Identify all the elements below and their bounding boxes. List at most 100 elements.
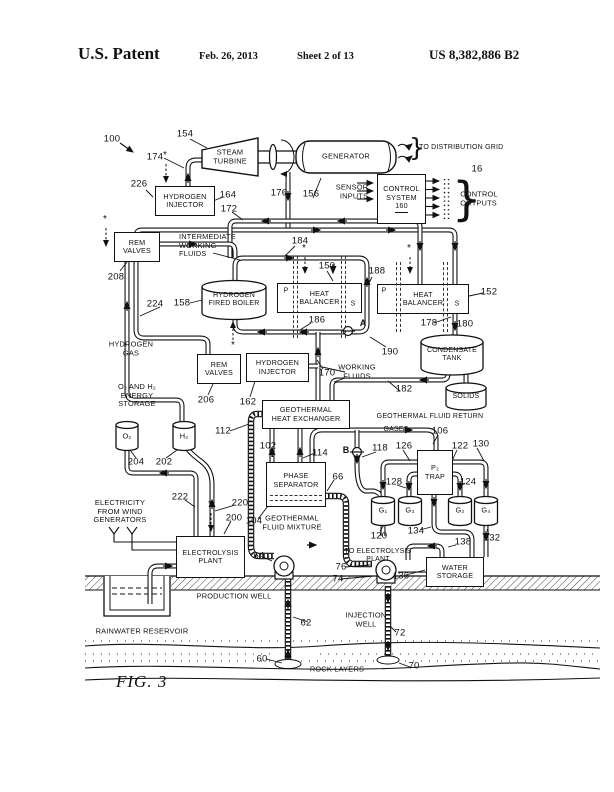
ref-188: 188 xyxy=(368,265,386,277)
leader-line xyxy=(265,658,283,664)
p2-trap-box: P₂ TRAP xyxy=(417,450,453,495)
ref-162: 162 xyxy=(239,396,257,408)
hydrogen-fired-boiler-label: HYDROGEN FIRED BOILER xyxy=(208,291,260,307)
g4-tank-label: G₄ xyxy=(481,505,491,515)
wind-generator-line xyxy=(108,526,120,535)
hb2-secondary-label: S xyxy=(454,300,460,308)
ref-62: 62 xyxy=(300,617,312,629)
pipe xyxy=(186,158,204,186)
hydrogen-gas-label: HYDROGEN GAS xyxy=(108,339,154,357)
leader-line xyxy=(447,544,457,548)
leader-line xyxy=(369,336,387,348)
leader-line xyxy=(419,526,432,531)
ref-120: 120 xyxy=(370,530,388,542)
signal-arrow xyxy=(119,142,134,153)
ref-152: 152 xyxy=(480,286,498,298)
leader-line xyxy=(387,380,401,392)
ref-16: 16 xyxy=(471,163,483,175)
leader-line xyxy=(145,189,154,198)
leader-line xyxy=(367,276,373,286)
condensate-tank-label: CONDENSATE TANK xyxy=(426,346,478,362)
rock-layer-line xyxy=(84,662,601,670)
leader-line xyxy=(139,306,161,317)
leader-line xyxy=(257,505,269,520)
pipe xyxy=(134,228,457,354)
generator-shape xyxy=(295,140,397,174)
intermediate-working-fluids-label: INTERMEDIATE WORKING FLUIDS xyxy=(179,231,236,259)
condensate-tank-shape xyxy=(420,342,484,376)
hb1-secondary-label: S xyxy=(350,300,356,308)
leader-line xyxy=(326,270,334,282)
patent-date: Feb. 26, 2013 xyxy=(199,51,258,62)
pipe xyxy=(381,460,418,499)
control-outputs-brace: } xyxy=(452,172,482,226)
ref-208: 208 xyxy=(107,271,125,283)
o2-tank-shape-top xyxy=(115,420,139,430)
hb1-section-dash xyxy=(341,256,342,338)
generator-label: GENERATOR xyxy=(322,151,370,161)
signal-arrow xyxy=(397,155,413,163)
ref-158: 158 xyxy=(173,297,191,309)
ref-150: 150 xyxy=(318,260,336,272)
gases-label: GASES xyxy=(383,425,409,433)
ref-138: 138 xyxy=(454,536,472,548)
ref-154: 154 xyxy=(176,128,194,140)
production-pump xyxy=(273,555,295,577)
control-system-label: CONTROL SYSTEM xyxy=(383,184,420,202)
control-system-box: CONTROL SYSTEM 160 xyxy=(377,174,426,224)
ref-124: 124 xyxy=(459,476,477,488)
leader-line xyxy=(402,449,411,462)
ref-76: 76 xyxy=(335,561,347,573)
ref-134: 134 xyxy=(407,525,425,537)
ref-222: 222 xyxy=(171,491,189,503)
ref-118: 118 xyxy=(372,442,388,454)
control-signal-asterisk: * xyxy=(231,340,235,351)
pipe xyxy=(148,564,176,604)
leader-line xyxy=(326,479,335,492)
leader-line xyxy=(344,564,371,568)
rem-valves-mid-box: REM VALVES xyxy=(197,354,241,384)
ref-112: 112 xyxy=(215,425,231,437)
to-distribution-grid-label: TO DISTRIBUTION GRID xyxy=(419,143,504,151)
control-signal-asterisk: * xyxy=(302,243,306,254)
shaft-rotation-arrow xyxy=(280,139,295,177)
ref-164: 164 xyxy=(219,189,237,201)
ref-136: 136 xyxy=(392,570,410,582)
leader-line xyxy=(398,662,411,668)
pipe xyxy=(233,256,369,334)
ref-74: 74 xyxy=(332,573,344,585)
leader-line xyxy=(231,211,244,221)
pipe xyxy=(450,472,462,499)
ref-114: 114 xyxy=(312,447,328,459)
ref-176: 176 xyxy=(270,187,288,199)
rock-layers-label: ROCK LAYERS xyxy=(309,664,365,674)
leader-line xyxy=(333,377,346,383)
ref-170: 170 xyxy=(318,367,336,379)
injection-pump xyxy=(375,559,397,581)
leader-line xyxy=(316,359,324,370)
signal-arrow xyxy=(397,143,413,151)
ref-64: 64 xyxy=(253,550,265,562)
steam-turbine-shape xyxy=(201,137,259,177)
hydrogen-injector-top-box: HYDROGEN INJECTOR xyxy=(155,186,215,216)
hb1-section-dash xyxy=(297,256,298,338)
leader-line xyxy=(129,449,137,459)
pipe xyxy=(406,544,444,560)
pipe xyxy=(432,493,474,557)
rainwater-reservoir-inner xyxy=(109,576,165,611)
ref-156: 156 xyxy=(302,188,320,200)
leader-line xyxy=(165,449,178,459)
hb1-section-dash xyxy=(293,256,294,338)
leader-line xyxy=(189,299,203,304)
solids-tank-label: SOLIDS xyxy=(452,392,480,400)
hydrogen-injector-mid-box: HYDROGEN INJECTOR xyxy=(246,353,309,382)
hb2-section-dash xyxy=(396,262,397,332)
section-marker-a: A xyxy=(359,318,367,328)
g1-tank-shape-top xyxy=(370,495,396,505)
leader-line xyxy=(214,504,236,512)
leader-line xyxy=(340,575,375,580)
generator-end-line xyxy=(387,142,391,172)
leader-line xyxy=(405,569,426,576)
shaft-coupling xyxy=(268,143,278,171)
leader-line xyxy=(476,447,485,462)
